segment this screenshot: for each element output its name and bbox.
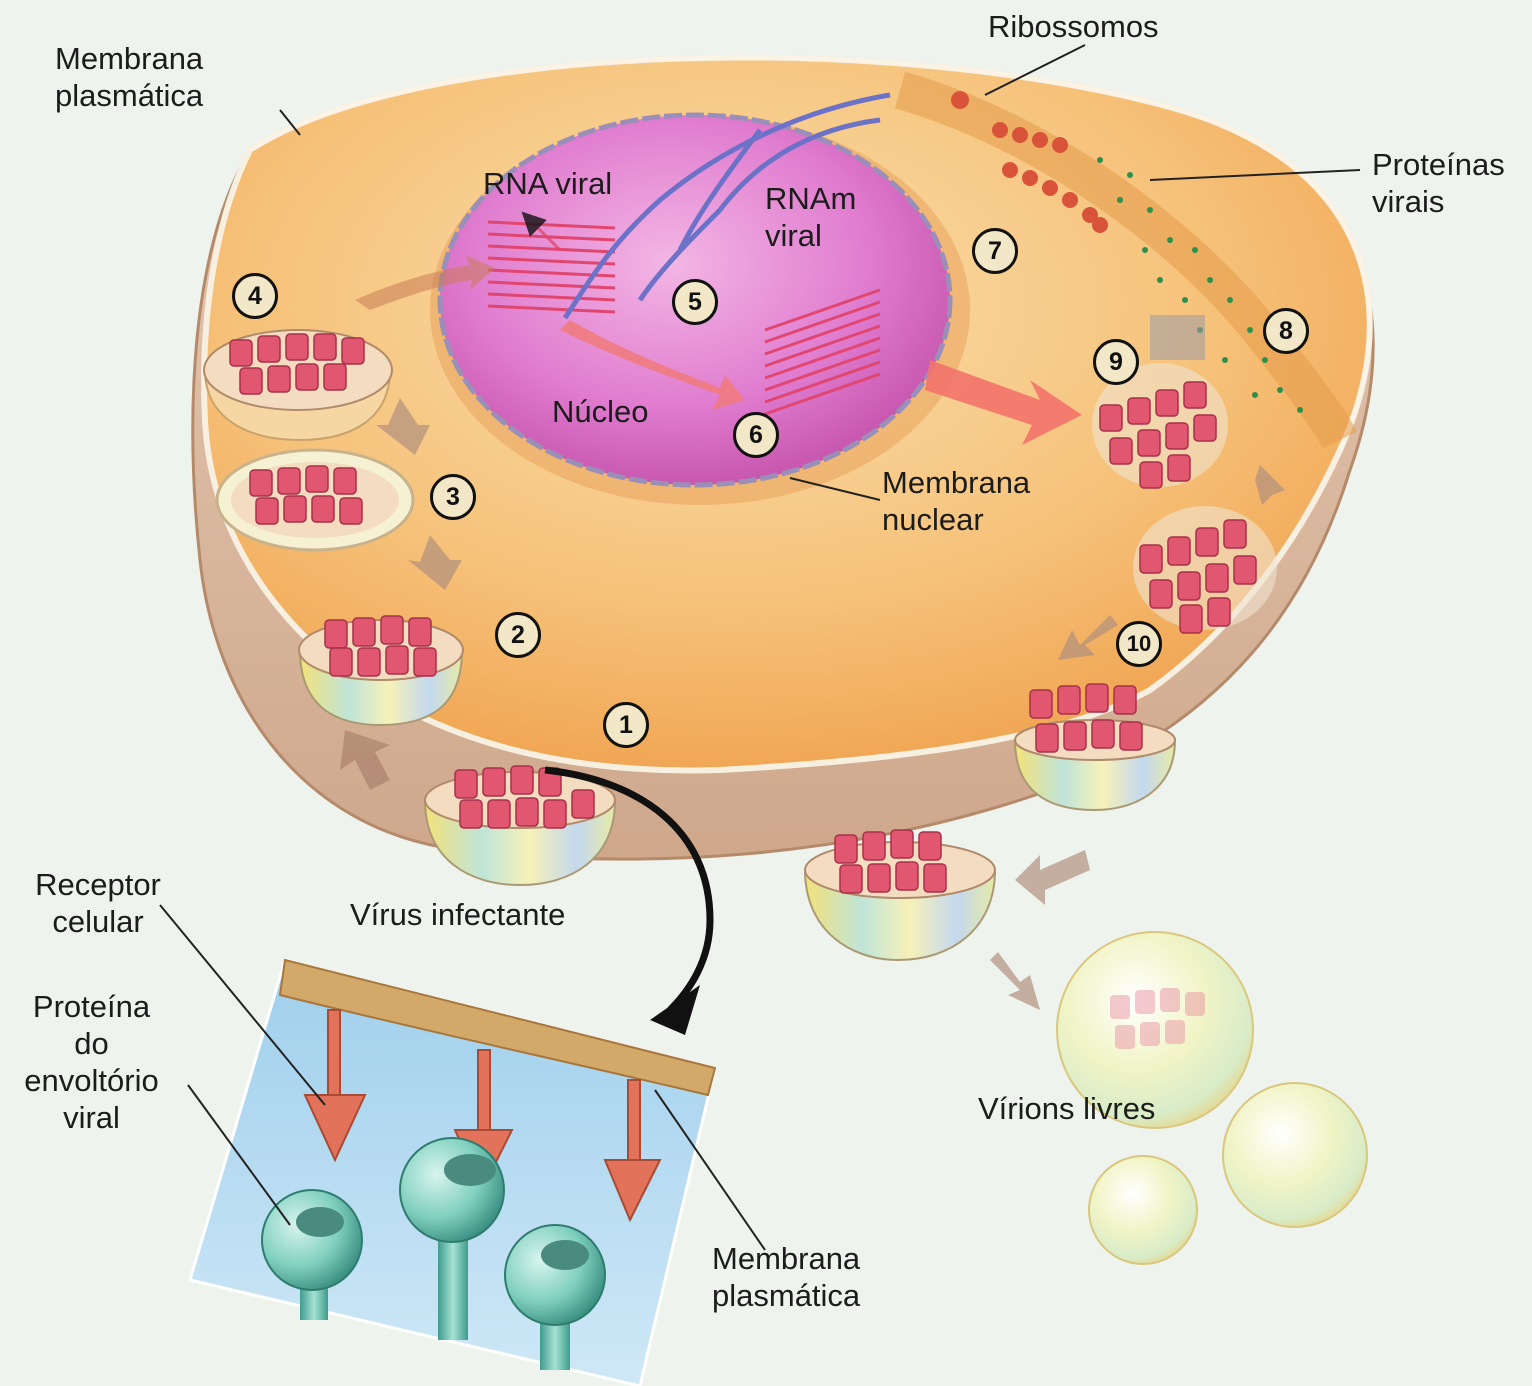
virion-medium <box>1223 1083 1367 1227</box>
zoom-arrow-head <box>650 985 700 1035</box>
nucleus-label: Núcleo <box>552 393 649 430</box>
label-line: RNAm <box>765 180 856 217</box>
infecting-virus-label: Vírus infectante <box>350 896 565 933</box>
step-5: 5 <box>672 279 718 325</box>
ribosomes-label: Ribossomos <box>988 8 1159 45</box>
step-6: 6 <box>733 412 779 458</box>
label-line: Membrana <box>712 1240 860 1277</box>
label-line: Proteínas <box>1372 146 1505 183</box>
label-line: viral <box>4 1099 179 1136</box>
envelope-protein-label: Proteína do envoltório viral <box>4 988 179 1136</box>
plasma-membrane-label-top: Membrana plasmática <box>55 40 203 114</box>
label-line: nuclear <box>882 501 1030 538</box>
label-line: Membrana <box>882 464 1030 501</box>
viral-rna-label: RNA viral <box>483 165 612 202</box>
viral-proteins-label: Proteínas virais <box>1372 146 1505 220</box>
label-line: do <box>4 1025 179 1062</box>
vesicle-step-2 <box>299 616 463 725</box>
vesicle-released <box>805 830 995 960</box>
label-line: viral <box>765 217 856 254</box>
label-line: virais <box>1372 183 1505 220</box>
cell-receptor-label: Receptor celular <box>18 866 178 940</box>
step-4: 4 <box>232 273 278 319</box>
free-virions-label: Vírions livres <box>978 1090 1155 1127</box>
vesicle-step-4 <box>204 330 392 440</box>
label-line: Membrana <box>55 40 203 77</box>
label-line: celular <box>18 903 178 940</box>
release-arrow <box>1015 850 1090 905</box>
virion-small <box>1089 1156 1197 1264</box>
viral-mrna-label: RNAm viral <box>765 180 856 254</box>
release-arrow-2 <box>990 952 1040 1010</box>
label-line: plasmática <box>55 77 203 114</box>
nuclear-membrane-label: Membrana nuclear <box>882 464 1030 538</box>
label-line: envoltório <box>4 1062 179 1099</box>
step-3: 3 <box>430 474 476 520</box>
step-1: 1 <box>603 702 649 748</box>
label-line: Receptor <box>18 866 178 903</box>
label-line: Proteína <box>4 988 179 1025</box>
step-8: 8 <box>1263 308 1309 354</box>
receptor-inset <box>190 960 715 1386</box>
vesicle-step-1 <box>425 766 615 885</box>
protein-cluster <box>1150 315 1205 360</box>
label-line: plasmática <box>712 1277 860 1314</box>
step-9: 9 <box>1093 339 1139 385</box>
step-7: 7 <box>972 228 1018 274</box>
plasma-membrane-label-bottom: Membrana plasmática <box>712 1240 860 1314</box>
step-2: 2 <box>495 612 541 658</box>
step-10: 10 <box>1116 621 1162 667</box>
vesicle-step-3 <box>217 450 413 550</box>
